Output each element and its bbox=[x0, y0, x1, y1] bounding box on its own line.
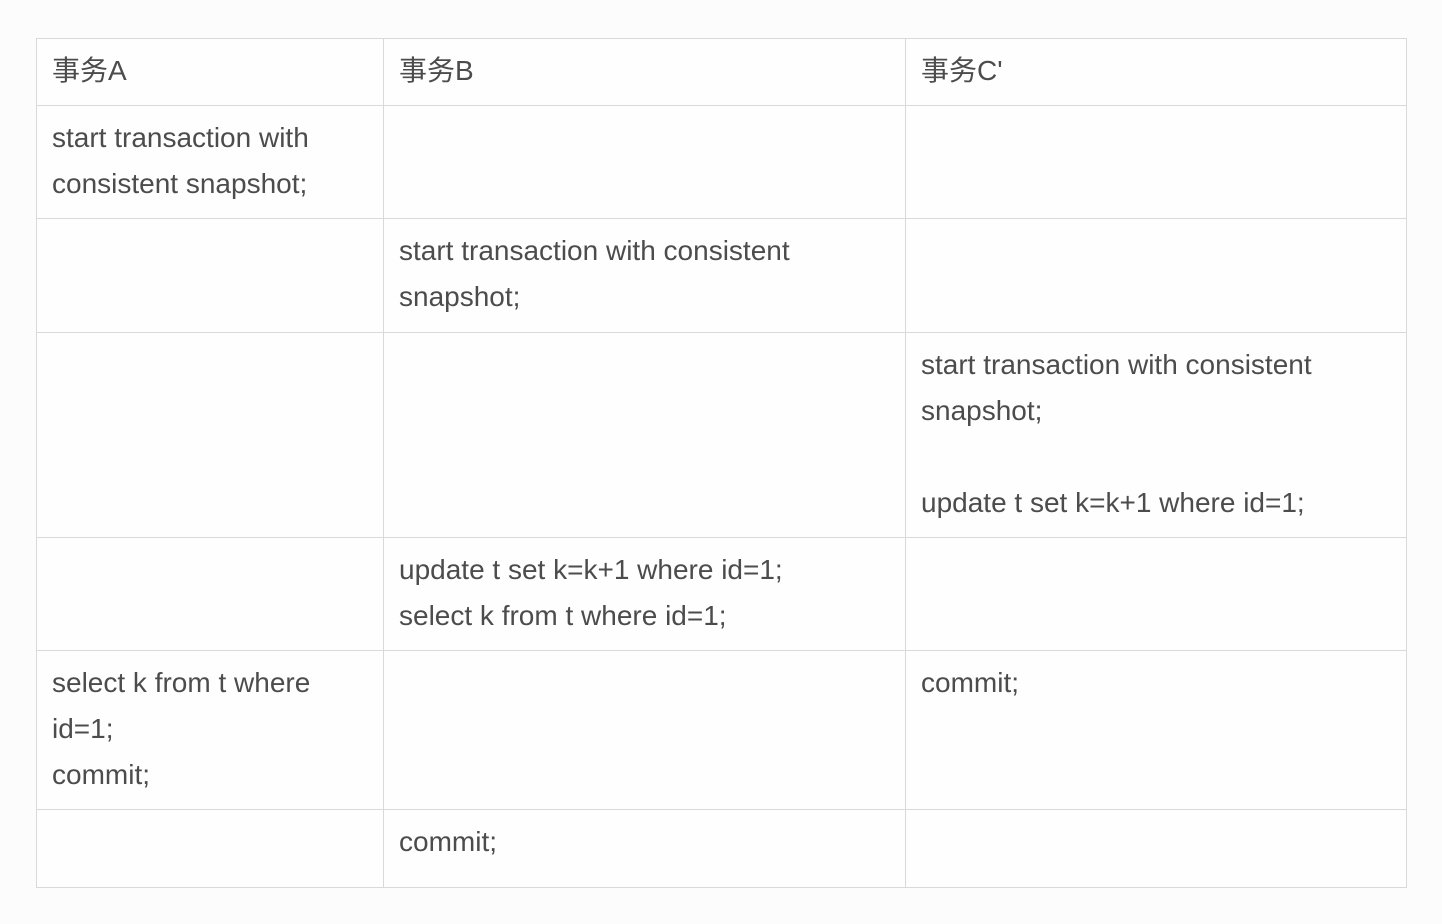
cell-c-commit: commit; bbox=[905, 650, 1407, 810]
table-row: start transaction with consistent snapsh… bbox=[36, 332, 1407, 538]
cell-empty bbox=[905, 809, 1407, 888]
table-row: select k from t where id=1; commit; comm… bbox=[36, 650, 1407, 810]
column-header-transaction-b: 事务B bbox=[383, 38, 906, 106]
cell-b-start-transaction: start transaction with consistent snapsh… bbox=[383, 218, 906, 333]
cell-empty bbox=[36, 332, 384, 538]
cell-empty bbox=[383, 650, 906, 810]
cell-b-commit: commit; bbox=[383, 809, 906, 888]
table-row: update t set k=k+1 where id=1; select k … bbox=[36, 537, 1407, 651]
cell-c-start-transaction-and-update: start transaction with consistent snapsh… bbox=[905, 332, 1407, 538]
cell-empty bbox=[36, 537, 384, 651]
cell-empty bbox=[383, 105, 906, 219]
table-row: start transaction with consistent snapsh… bbox=[36, 218, 1407, 333]
cell-b-update-and-select: update t set k=k+1 where id=1; select k … bbox=[383, 537, 906, 651]
transaction-timeline-table: 事务A 事务B 事务C' start transaction with cons… bbox=[36, 38, 1407, 888]
cell-empty bbox=[36, 809, 384, 888]
table-row: commit; bbox=[36, 809, 1407, 888]
column-header-transaction-c: 事务C' bbox=[905, 38, 1407, 106]
cell-empty bbox=[905, 105, 1407, 219]
cell-empty bbox=[905, 537, 1407, 651]
table-header-row: 事务A 事务B 事务C' bbox=[36, 38, 1407, 106]
cell-a-start-transaction: start transaction with consistent snapsh… bbox=[36, 105, 384, 219]
cell-empty bbox=[383, 332, 906, 538]
column-header-transaction-a: 事务A bbox=[36, 38, 384, 106]
table-row: start transaction with consistent snapsh… bbox=[36, 105, 1407, 219]
cell-empty bbox=[905, 218, 1407, 333]
cell-a-select-and-commit: select k from t where id=1; commit; bbox=[36, 650, 384, 810]
cell-empty bbox=[36, 218, 384, 333]
